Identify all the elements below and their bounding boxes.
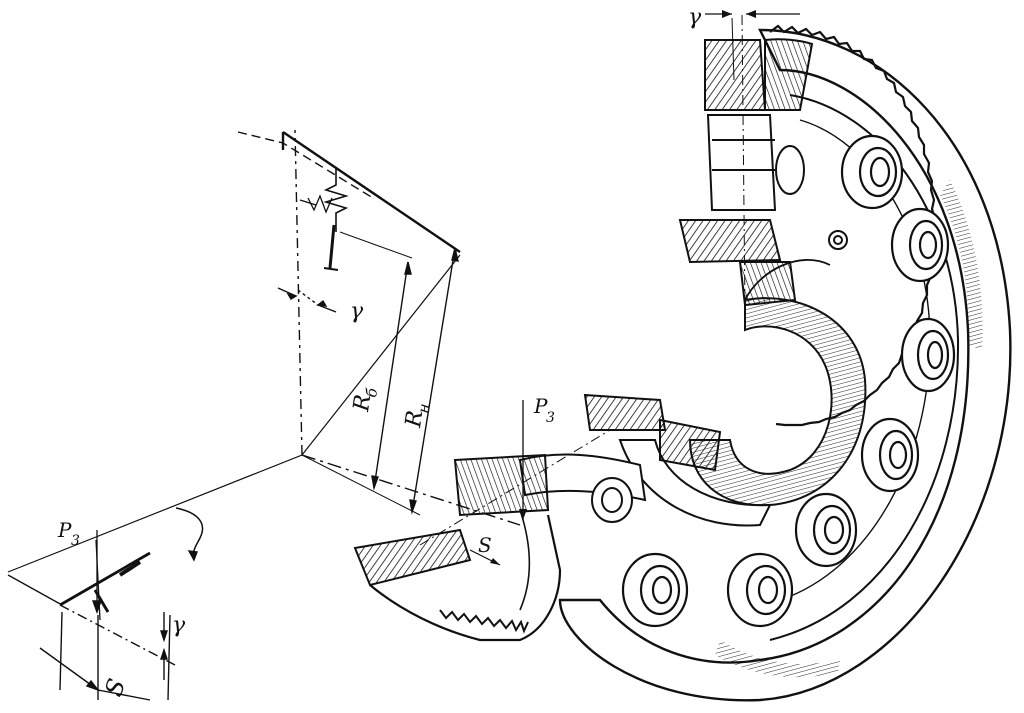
rb-label: R б [349, 386, 381, 414]
svg-text:3: 3 [71, 533, 80, 549]
schematic-top-plane [237, 131, 374, 199]
hub-sleeve [618, 439, 772, 527]
schematic-diagram [7, 129, 521, 701]
bolt-ring [621, 134, 956, 628]
s-label-left: S [99, 675, 131, 700]
bolt-hole [621, 552, 689, 628]
svg-text:н: н [414, 402, 433, 414]
gamma-label-top: γ [688, 5, 702, 30]
p3-label-right: P 3 [533, 394, 555, 426]
upper-section-cut [678, 38, 848, 307]
bolt-hole [890, 207, 950, 283]
pinion-gear [369, 514, 562, 642]
bolt-hole [840, 134, 904, 210]
schematic-top-edge [282, 131, 461, 253]
bolt-hole [726, 552, 794, 628]
svg-text:R: R [349, 393, 376, 414]
bolt-hole [794, 492, 858, 568]
rn-label: R н [401, 402, 433, 430]
svg-text:б: б [362, 386, 381, 398]
rn-dimension-line [411, 247, 456, 513]
s-label-right: S [478, 533, 492, 557]
tool-body [59, 551, 151, 607]
bolt-hole [860, 417, 920, 493]
labels: γ γ γ R б R н P 3 P 3 S S [57, 5, 702, 700]
svg-text:P: P [533, 394, 548, 418]
svg-text:3: 3 [546, 410, 555, 426]
bolt-hole [900, 317, 956, 393]
gamma-label-mid: γ [350, 299, 364, 324]
schematic-rod [328, 224, 336, 269]
lower-section-cut [353, 393, 722, 587]
central-bore [688, 297, 867, 507]
svg-text:S: S [99, 675, 131, 700]
outer-gear-ring [558, 28, 1012, 702]
svg-text:P: P [57, 518, 72, 542]
p3-label-left: P 3 [57, 518, 80, 549]
gear-assembly [353, 10, 1012, 702]
gamma-label-low: γ [172, 613, 186, 638]
schematic-vertical-axis [294, 129, 303, 456]
spring-symbol [323, 168, 349, 232]
rb-dimension-line [373, 261, 409, 489]
svg-text:R: R [401, 409, 428, 430]
schematic-baseline [7, 254, 461, 573]
